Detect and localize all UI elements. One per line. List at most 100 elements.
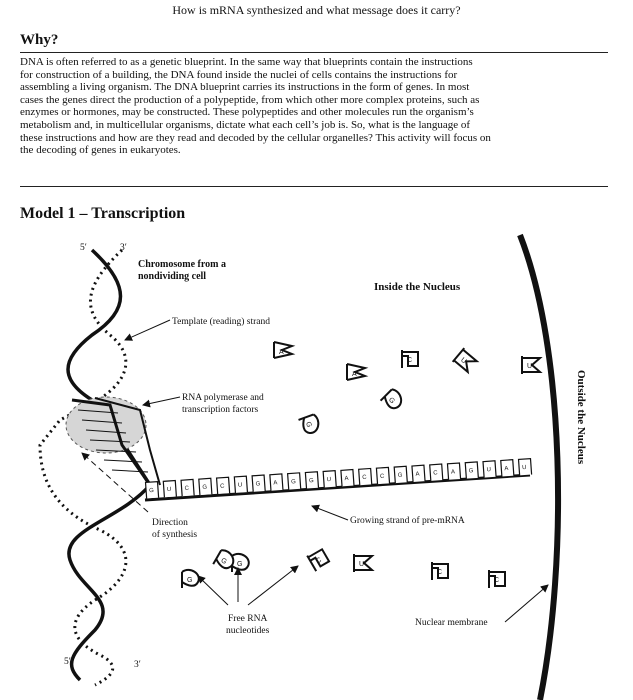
three-prime-top-label: 3′: [120, 243, 127, 253]
nucleotide-base-letter: G: [387, 396, 396, 405]
free-nucleotide: U: [451, 347, 480, 375]
mrna-base-shape: [180, 478, 195, 497]
mrna-base: U: [517, 457, 533, 476]
worksheet-question: How is mRNA synthesized and what message…: [172, 3, 461, 17]
mrna-base: G: [198, 477, 213, 496]
mrna-base-letter: G: [398, 473, 403, 479]
direction-arrow: [81, 452, 149, 513]
nucleotide-shape: [181, 568, 200, 588]
mrna-base: A: [411, 464, 426, 483]
free-nucleotide: G: [181, 568, 200, 588]
mrna-base-shape: [269, 473, 284, 491]
mrna-base: C: [358, 467, 373, 486]
nucleotide-shape: [346, 363, 369, 381]
mrna-base-shape: [446, 462, 462, 480]
mrna-base: A: [269, 473, 284, 491]
why-paragraph: DNA is often referred to as a genetic bl…: [20, 56, 610, 157]
why-line: enzymes or hormones, may be constructed.…: [20, 106, 474, 119]
free-nucleotide: G: [298, 413, 320, 434]
mrna-base-shape: [482, 460, 497, 478]
mrna-base: G: [304, 471, 320, 489]
model-title: Model 1 – Transcription: [20, 205, 186, 222]
mrna-base-letter: U: [167, 487, 172, 493]
free-nucleotides: A A C U U G G G C G G U C C: [181, 341, 543, 588]
mrna-base-shape: [375, 466, 391, 485]
mrna-base-letter: U: [238, 482, 243, 488]
mrna-base: C: [215, 476, 231, 495]
free-nucleotide: G: [212, 549, 235, 570]
mrna-base-shape: [358, 467, 373, 486]
mrna-base: G: [464, 461, 479, 479]
direction-label-1: Direction: [152, 518, 188, 528]
five-prime-top-label: 5′: [80, 243, 87, 253]
free-leader-3: [247, 565, 299, 606]
mrna-base: U: [322, 470, 337, 488]
nuclear-membrane: [517, 233, 562, 700]
mrna-base-shape: [233, 475, 249, 493]
template-strand-label: Template (reading) strand: [172, 316, 270, 327]
mrna-base: G: [393, 465, 408, 484]
mrna-base-shape: [500, 459, 515, 477]
transcription-bubble: [71, 397, 161, 486]
inside-nucleus-label: Inside the Nucleus: [374, 281, 461, 293]
mrna-base-letter: A: [504, 466, 508, 472]
free-nucleotides-label-1: Free RNA: [228, 614, 267, 624]
nucleotide-base-letter: G: [220, 557, 228, 566]
why-line: DNA is often referred to as a genetic bl…: [20, 56, 473, 68]
free-nucleotide: C: [306, 547, 331, 572]
transcription-diagram: G U C G C U G A G G U A C C G A C A G U A U A A C U U G G G C G G U C C 5′…: [38, 233, 587, 700]
mrna-base-shape: [251, 474, 266, 492]
dna-helix: [38, 248, 153, 687]
why-line: the decoding of genes in eukaryotes.: [20, 144, 181, 157]
mrna-base: A: [340, 468, 355, 487]
mrna-base: C: [180, 478, 195, 497]
mrna-base-letter: G: [291, 479, 296, 485]
nucleotide-base-letter: G: [237, 561, 242, 568]
mrna-base-letter: A: [344, 476, 348, 482]
nucleotide-base-letter: U: [527, 363, 532, 370]
nucleotide-base-letter: C: [494, 577, 499, 584]
five-prime-bottom-label: 5′: [64, 657, 71, 667]
polymerase-leader: [142, 396, 181, 408]
mrna-base: U: [233, 475, 249, 493]
divider-top: [20, 52, 608, 53]
mrna-base-letter: A: [451, 469, 455, 475]
why-line: metabolism and, in multicellular organis…: [20, 118, 471, 131]
nucleotide-shape: [431, 562, 449, 580]
mrna-base-letter: C: [362, 475, 367, 481]
free-nucleotide: C: [431, 562, 449, 580]
nucleotide-base-letter: U: [359, 561, 364, 568]
mrna-base: A: [446, 462, 462, 480]
nucleotide-shape: [306, 547, 331, 572]
mrna-base-shape: [162, 479, 177, 498]
mrna-base-shape: [215, 476, 231, 495]
nucleotide-shape: [488, 570, 506, 588]
direction-label-2: of synthesis: [152, 529, 197, 540]
free-nucleotide: A: [346, 363, 369, 381]
nucleotide-shape: [298, 413, 320, 434]
nucleotide-base-letter: C: [437, 569, 442, 576]
mrna-base-letter: U: [327, 477, 332, 483]
mrna-base-shape: [340, 468, 355, 487]
mrna-base-letter: G: [469, 468, 474, 474]
free-nucleotide: U: [353, 554, 375, 572]
nucleotide-base-letter: G: [187, 577, 192, 584]
nucleotide-base-letter: C: [315, 557, 323, 566]
mrna-base-letter: G: [202, 485, 207, 491]
mrna-base-shape: [304, 471, 320, 489]
free-nucleotide: G: [379, 388, 403, 410]
mrna-base-letter: U: [486, 467, 491, 473]
nucleotide-shape: [521, 356, 543, 374]
divider-bottom: [20, 186, 608, 187]
free-nucleotide: G: [231, 552, 250, 572]
mrna-base-letter: G: [256, 481, 261, 487]
free-nucleotide: C: [488, 570, 506, 588]
nucleotide-shape: [273, 341, 296, 359]
mrna-base-shape: [322, 470, 337, 488]
free-leader-1: [197, 575, 229, 606]
mrna-base-shape: [198, 477, 213, 496]
mrna-base: G: [286, 472, 302, 490]
mrna-base-letter: A: [273, 480, 277, 486]
